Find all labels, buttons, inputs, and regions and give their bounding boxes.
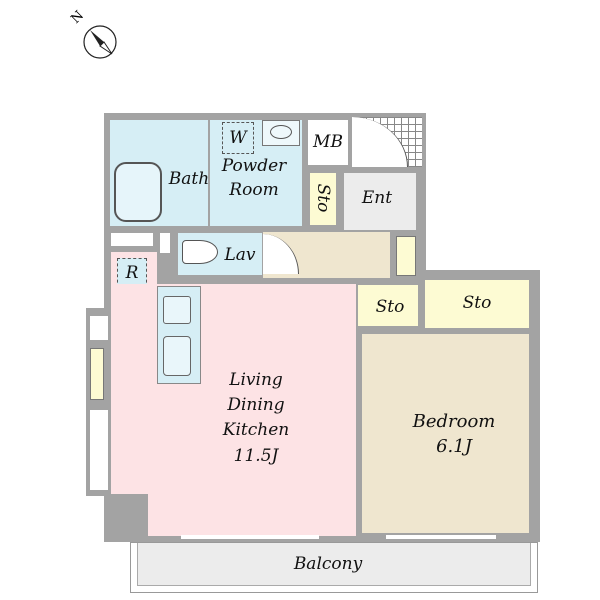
compass: N: [68, 8, 122, 64]
powder-room-label-line1: Powder: [221, 155, 287, 176]
living-dining-kitchen: [111, 284, 356, 536]
north-arrow-icon: [83, 25, 117, 59]
shelf-small: [160, 233, 170, 253]
window-left-lower: [90, 410, 108, 490]
ldk-label-line2: Dining: [227, 394, 285, 415]
washer-space: [222, 122, 254, 154]
bedroom: [362, 334, 529, 533]
window-left: [90, 316, 108, 340]
shelf: [111, 233, 153, 246]
kitchen-sink-icon: [163, 336, 191, 376]
refrigerator-label: R: [125, 262, 139, 283]
sto-entry-label: Sto: [313, 183, 334, 213]
pillar: [104, 494, 148, 542]
closet-left: [90, 348, 104, 400]
sink-basin-icon: [270, 125, 292, 139]
balcony-floor: [137, 543, 531, 586]
bathtub-icon: [114, 162, 162, 222]
entrance: [344, 173, 416, 230]
balcony: [130, 542, 538, 593]
ldk-label-line3: Kitchen: [222, 419, 290, 440]
toilet-icon: [182, 240, 218, 264]
bath-label: Bath: [168, 168, 210, 189]
balcony-label: Balcony: [293, 553, 363, 574]
stove-icon: [163, 296, 191, 324]
lav-label: Lav: [224, 244, 256, 265]
sto-small-label: Sto: [375, 296, 405, 317]
hall-closet: [396, 236, 416, 276]
ldk-label-line1: Living: [229, 369, 283, 390]
storage-large: [425, 280, 529, 328]
mb-label: MB: [313, 131, 343, 152]
bedroom-label: Bedroom: [412, 411, 496, 433]
powder-room-label-line2: Room: [229, 179, 279, 200]
window-ldk: [181, 535, 319, 539]
storage-entry: [310, 173, 336, 225]
ent-label: Ent: [361, 187, 393, 208]
meter-box: [308, 120, 348, 165]
ldk-area: 11.5J: [233, 445, 279, 466]
sto-large-label: Sto: [462, 292, 492, 313]
bedroom-area: 6.1J: [436, 436, 472, 458]
storage-small: [358, 285, 418, 326]
window-bedroom: [386, 535, 496, 539]
washer-label: W: [229, 127, 247, 148]
